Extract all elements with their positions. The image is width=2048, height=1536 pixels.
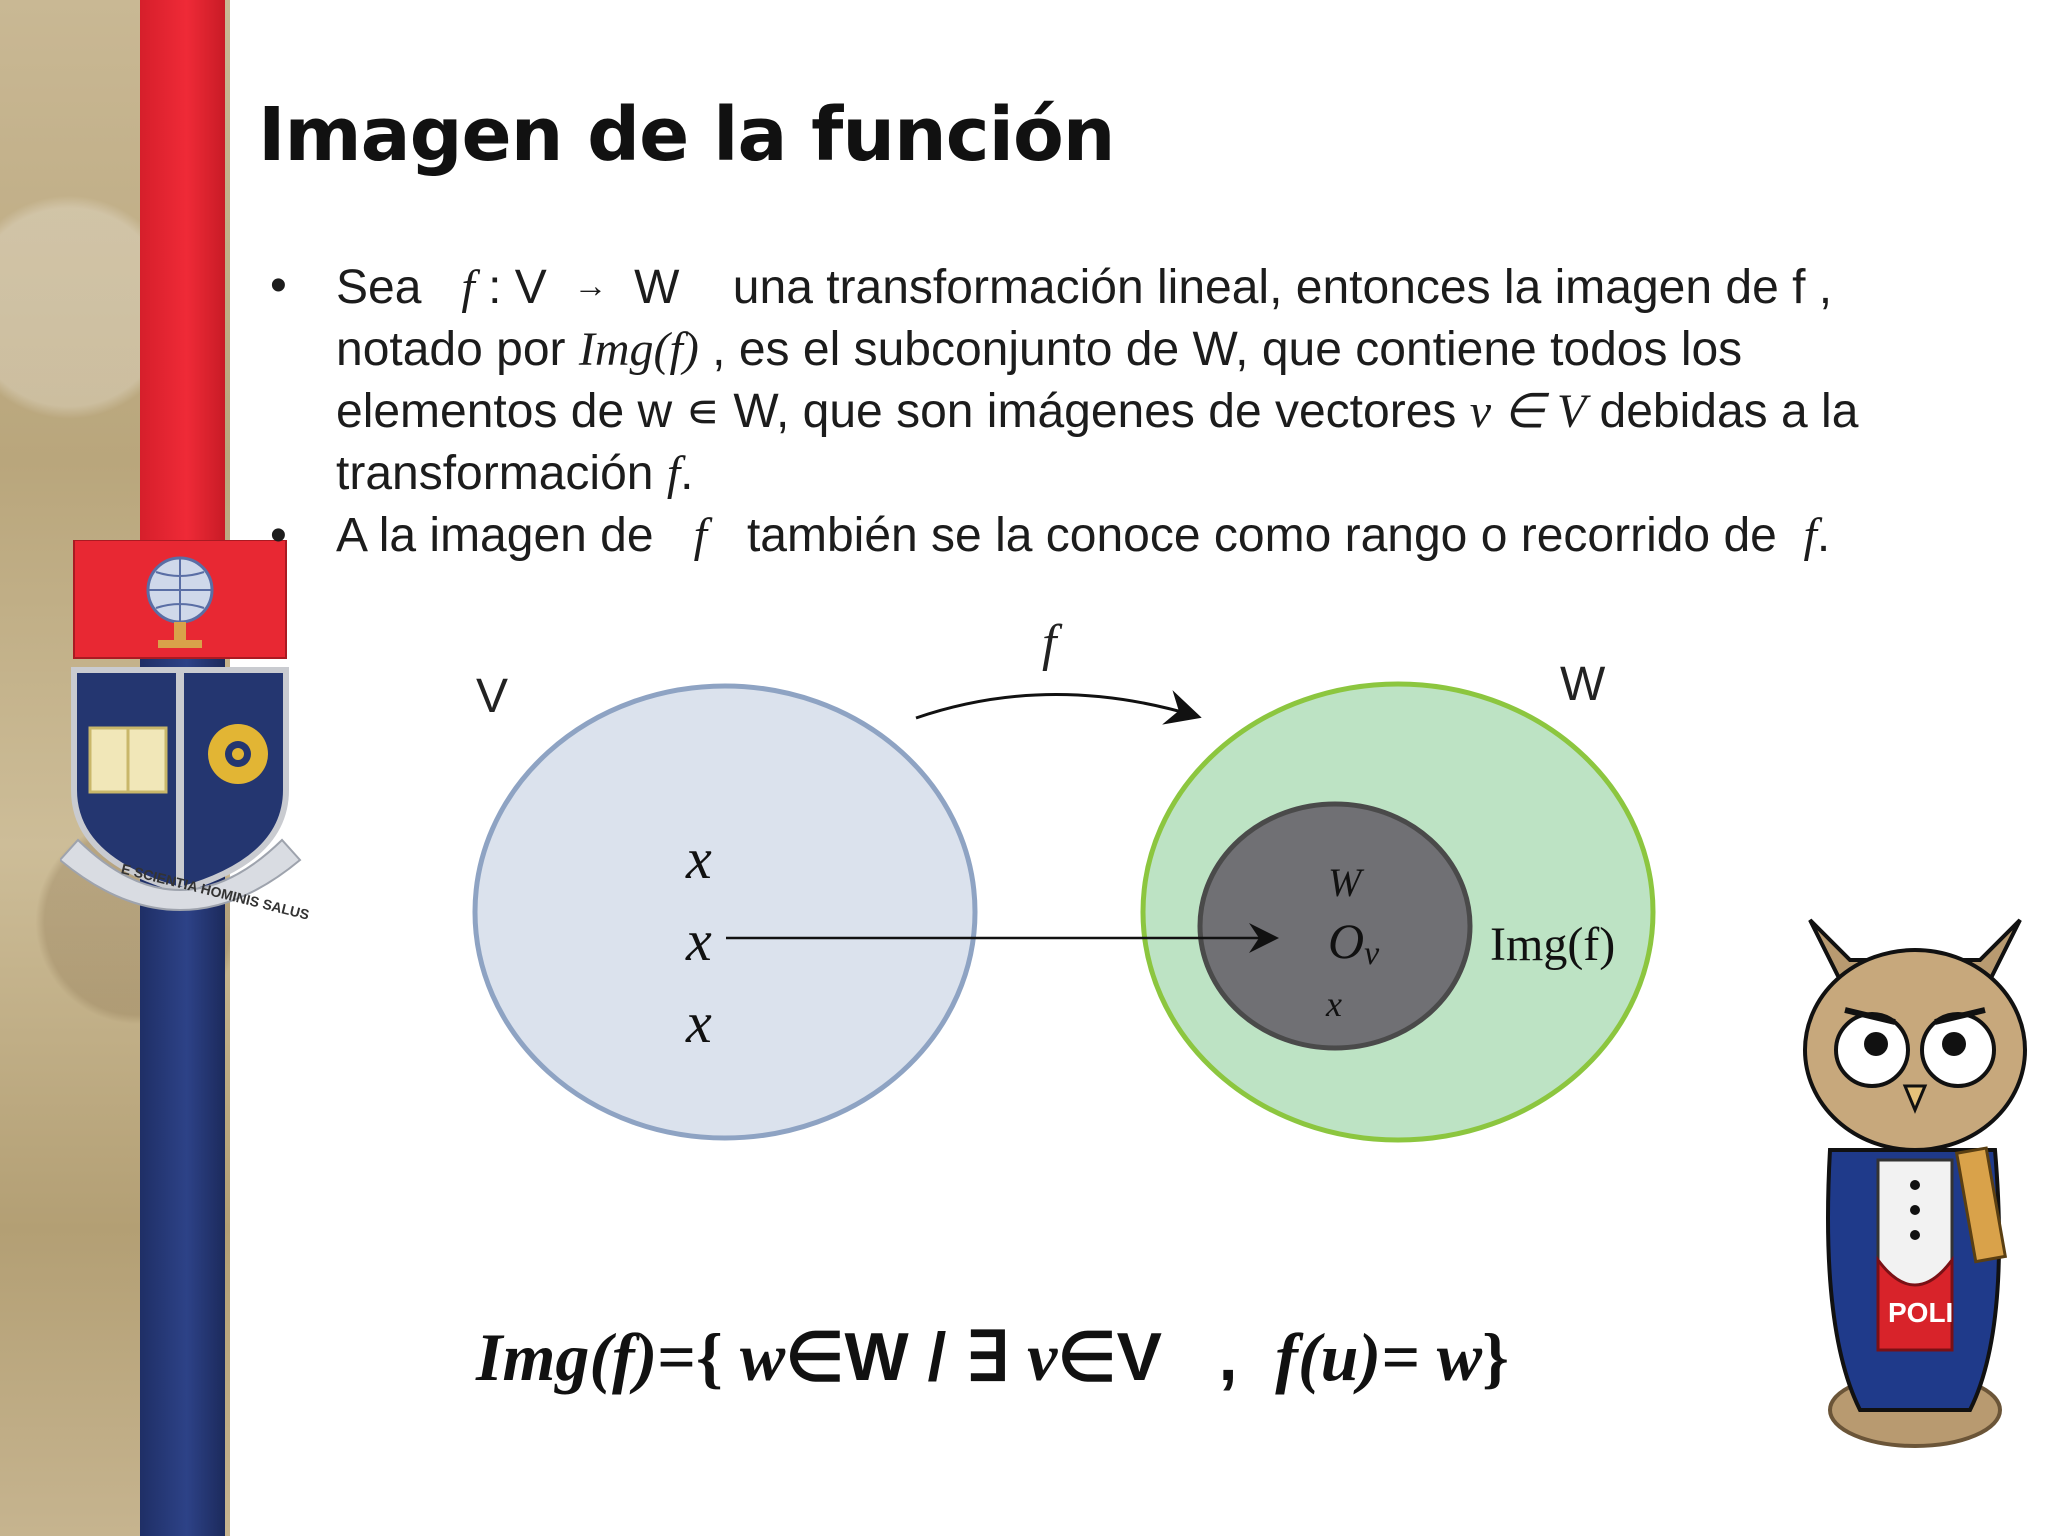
formula-part: f(u)= w <box>1275 1319 1483 1395</box>
arrow-icon: → <box>573 267 608 305</box>
bullet-list: Sea f : V → W una transformación lineal,… <box>270 255 1990 567</box>
bullet-text: . <box>680 447 694 500</box>
image-set-label: Img(f) <box>1490 918 1615 971</box>
math-img-f: Img(f) <box>578 323 699 376</box>
bullet-text: Sea <box>336 261 422 314</box>
function-arc-arrow <box>915 690 1202 725</box>
image-element-x: x <box>1325 984 1342 1024</box>
codomain-label: W <box>1560 658 1606 711</box>
domain-set-v <box>472 683 978 1141</box>
owl-mascot: POLI <box>1803 918 2027 1448</box>
bullet-definition: Sea f : V → W una transformación lineal,… <box>270 255 1990 505</box>
bullet-text: , es el subconjunto de W, que contiene t… <box>712 323 1743 376</box>
bullet-text: notado por <box>336 323 566 376</box>
math-f: f <box>693 509 707 562</box>
formula-part: Img(f) <box>476 1319 658 1395</box>
math-f: f <box>1803 509 1817 562</box>
bullet-text: A la imagen de <box>336 509 654 562</box>
bullet-text: transformación <box>336 447 654 500</box>
domain-element-x: x <box>685 826 712 891</box>
formula-part: v <box>1027 1319 1058 1395</box>
red-band <box>140 0 225 540</box>
image-definition-formula: Img(f)={ w∈W / ∃ v∈V , f(u)= w} <box>476 1318 1509 1397</box>
bullet-text: . <box>1816 509 1831 562</box>
formula-part: w <box>739 1319 786 1395</box>
zero-vector-o: O <box>1328 913 1364 969</box>
function-label: f <box>1042 615 1063 672</box>
bullet-text: debidas a la <box>1599 385 1859 438</box>
zero-vector-label: Ov <box>1328 913 1380 972</box>
image-element-w: W <box>1328 860 1365 905</box>
formula-part: ={ <box>657 1319 740 1395</box>
university-crest-logo: E SCIENTIA HOMINIS SALUS <box>60 540 311 923</box>
math-f: f <box>666 447 681 500</box>
bullet-text: : V <box>488 261 547 314</box>
bullet-text: también se la conoce como rango o recorr… <box>746 509 1777 562</box>
math-v-in-v: v ∈ V <box>1469 385 1587 438</box>
zero-vector-subscript: v <box>1364 935 1380 972</box>
math-f: f <box>461 261 475 314</box>
formula-part: ∈V , <box>1057 1319 1276 1395</box>
bullet-text: una transformación lineal, entonces la i… <box>732 261 1833 314</box>
bullet-text: elementos de w ∊ W, que son imágenes de … <box>336 385 1457 438</box>
bullet-text: W <box>634 261 680 314</box>
domain-element-x: x <box>685 990 712 1055</box>
slide-title: Imagen de la función <box>258 92 1115 178</box>
formula-part: ∈W / ∃ <box>785 1319 1028 1395</box>
formula-part: } <box>1482 1319 1509 1395</box>
image-set <box>1197 801 1473 1051</box>
bullet-range: A la imagen de f también se la conoce co… <box>270 505 1990 567</box>
domain-label: V <box>476 670 508 723</box>
domain-element-x: x <box>685 908 712 973</box>
svg-text:POLI: POLI <box>1888 1297 1953 1328</box>
